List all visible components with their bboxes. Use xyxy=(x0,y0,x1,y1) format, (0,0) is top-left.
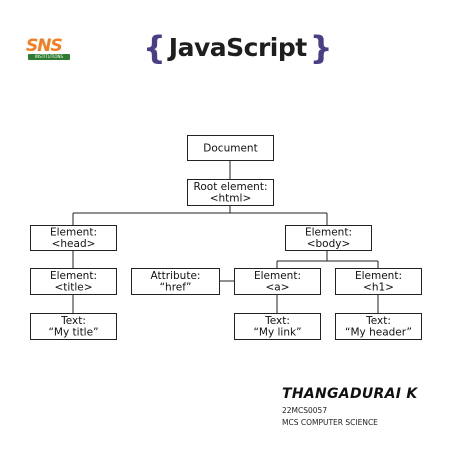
node-h1: Element:<h1> xyxy=(335,268,422,295)
node-box xyxy=(30,225,117,251)
close-brace: } xyxy=(309,29,333,67)
logo-subtitle: INSTITUTIONS xyxy=(28,54,70,60)
node-document: Document xyxy=(187,135,274,161)
node-label: Text: xyxy=(365,315,391,327)
node-label: Element: xyxy=(355,270,402,282)
node-label: “href” xyxy=(160,282,192,294)
node-box xyxy=(234,268,321,295)
node-box xyxy=(30,268,117,295)
node-label: <h1> xyxy=(363,282,394,294)
node-body: Element:<body> xyxy=(285,225,372,251)
node-label: Element: xyxy=(305,227,352,239)
sns-logo: SNS INSTITUTIONS xyxy=(26,38,72,62)
node-title-text: Text:“My title” xyxy=(30,313,117,340)
node-a: Element:<a> xyxy=(234,268,321,295)
node-box xyxy=(30,313,117,340)
node-label: “My header” xyxy=(345,327,412,339)
node-label: <html> xyxy=(210,193,252,205)
node-label: Element: xyxy=(50,270,97,282)
author-name: THANGADURAI K xyxy=(282,386,418,402)
node-box xyxy=(187,179,274,206)
author-id: 22MCS0057 xyxy=(282,406,328,415)
node-label: <head> xyxy=(52,238,96,250)
page-title: { JavaScript } xyxy=(143,28,332,68)
node-link-text: Text:“My link” xyxy=(234,313,321,340)
node-box xyxy=(187,135,274,161)
node-label: Text: xyxy=(264,315,290,327)
node-label: Element: xyxy=(254,270,301,282)
node-label: <title> xyxy=(54,282,92,294)
node-header-text: Text:“My header” xyxy=(335,313,422,340)
node-label: Element: xyxy=(50,227,97,239)
node-box xyxy=(335,268,422,295)
node-label: “My link” xyxy=(253,327,301,339)
author-department: MCS COMPUTER SCIENCE xyxy=(282,418,378,427)
node-label: <body> xyxy=(307,238,351,250)
node-head: Element:<head> xyxy=(30,225,117,251)
node-box xyxy=(131,268,220,295)
node-label: Root element: xyxy=(194,181,268,193)
tree-edges xyxy=(72,160,379,313)
open-brace: { xyxy=(143,29,166,67)
node-label: <a> xyxy=(265,282,289,294)
logo-letters: SNS xyxy=(26,36,63,56)
node-root: Root element:<html> xyxy=(187,179,274,206)
node-label: “My title” xyxy=(48,327,98,339)
node-box xyxy=(285,225,372,251)
node-label: Document xyxy=(203,142,257,154)
node-box xyxy=(234,313,321,340)
node-label: Text: xyxy=(60,315,86,327)
node-label: Attribute: xyxy=(151,270,201,282)
title-text: JavaScript xyxy=(168,33,307,62)
node-title: Element:<title> xyxy=(30,268,117,295)
node-href: Attribute:“href” xyxy=(131,268,220,295)
node-box xyxy=(335,313,422,340)
